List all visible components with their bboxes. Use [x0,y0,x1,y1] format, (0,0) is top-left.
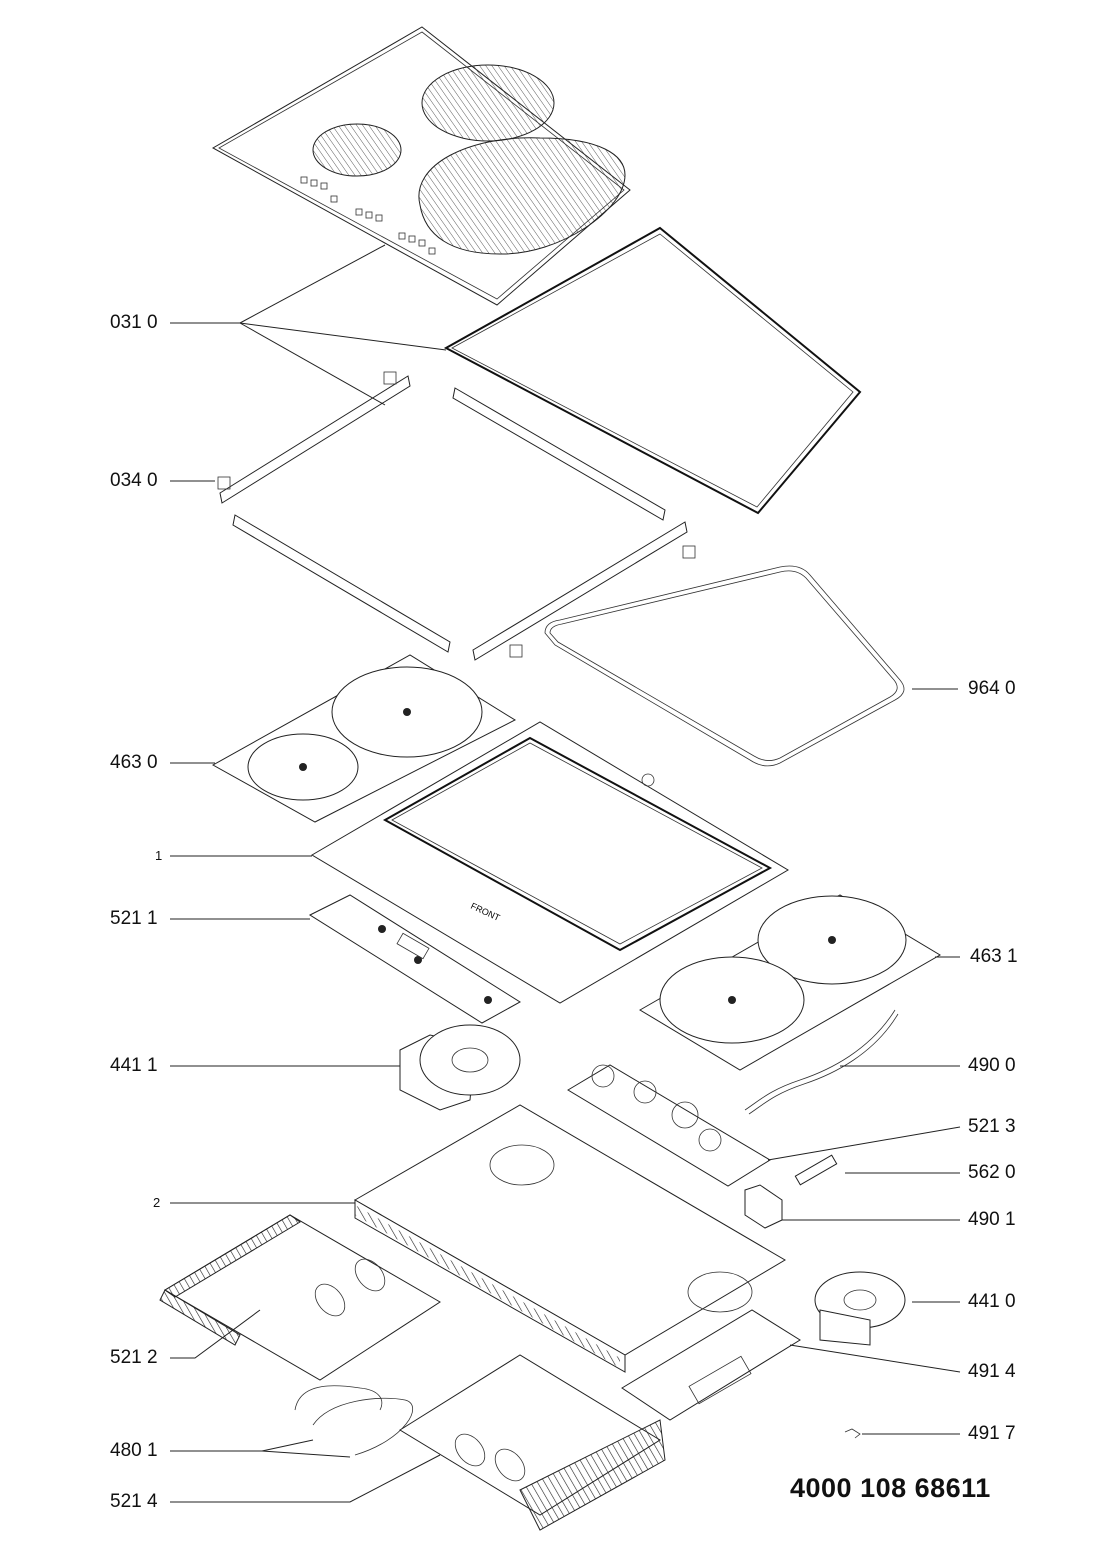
callout-034-0: 034 0 [110,470,158,491]
callout-441-0: 441 0 [968,1291,1016,1312]
support-frame: FRONT [311,721,789,1004]
callout-2: 2 [153,1195,161,1210]
wiring-harness [294,1385,414,1456]
fuse [794,1154,838,1186]
clip [844,1428,861,1439]
control-board [308,894,521,1024]
callout-1: 1 [155,848,163,863]
glass-frame-seal [443,226,862,515]
bottom-housing [353,1104,786,1373]
power-board-right [399,1354,666,1531]
cover-plate [621,1309,801,1421]
callout-480-1: 480 1 [110,1440,158,1461]
callout-521-4: 521 4 [110,1491,158,1512]
callout-441-1: 441 1 [110,1055,158,1076]
callout-463-0: 463 0 [110,752,158,773]
induction-coil-plate-left [211,654,517,823]
callout-463-1: 463 1 [970,946,1018,967]
callout-521-1: 521 1 [110,908,158,929]
power-board-left [159,1214,441,1381]
leader-lines [170,244,961,1503]
touch-control-keys [300,176,436,255]
callout-031-0: 031 0 [110,312,158,333]
callout-490-0: 490 0 [968,1055,1016,1076]
cooling-fan-right [814,1271,906,1346]
cable-clamp [744,1184,783,1229]
glass-cooktop-top [211,26,631,306]
document-number: 4000 108 68611 [790,1473,991,1503]
callout-964-0: 964 0 [968,678,1016,699]
cooling-fan-left [399,1024,521,1111]
callout-562-0: 562 0 [968,1162,1016,1183]
callout-491-7: 491 7 [968,1423,1016,1444]
callout-491-4: 491 4 [968,1361,1016,1382]
gasket-964 [544,565,905,767]
callout-521-3: 521 3 [968,1116,1016,1137]
power-cable [744,1009,899,1115]
side-brackets [217,371,696,661]
induction-coil-plate-right [639,894,941,1071]
callout-490-1: 490 1 [968,1209,1016,1230]
callout-521-2: 521 2 [110,1347,158,1368]
